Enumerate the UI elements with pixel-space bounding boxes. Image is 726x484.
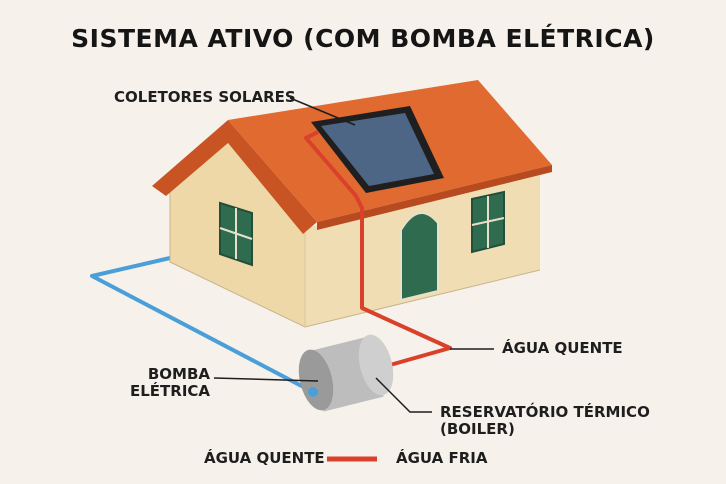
roof-gable-trim [152, 120, 317, 234]
label-pump-line2: ELÉTRICA [130, 382, 211, 401]
label-hot-water: ÁGUA QUENTE [502, 339, 623, 357]
label-collectors: COLETORES SOLARES [114, 88, 296, 106]
reservoir-leader [375, 377, 432, 413]
label-pump-line1: BOMBA [147, 365, 210, 383]
diagram-title: SISTEMA ATIVO (COM BOMBA ELÉTRICA) [71, 24, 655, 53]
thermal-reservoir-tank [298, 334, 394, 412]
gable-window [219, 201, 253, 267]
collectors-leader [289, 97, 356, 126]
solar-collector-glass [321, 113, 434, 186]
label-reservoir-line1: RESERVATÓRIO TÉRMICO [440, 403, 650, 421]
legend-right-label: ÁGUA FRIA [396, 449, 488, 467]
label-reservoir: RESERVATÓRIO TÉRMICO (BOILER) [440, 403, 650, 439]
pump-leader [213, 377, 319, 382]
side-window [471, 190, 505, 254]
cold-water-pipe [90, 256, 314, 394]
door [400, 212, 439, 302]
electric-pump-icon [308, 387, 318, 397]
legend-left-label: ÁGUA QUENTE [204, 449, 325, 467]
label-pump: BOMBA ELÉTRICA [130, 365, 211, 401]
hot-water-pipe [304, 130, 452, 367]
label-reservoir-line2: (BOILER) [440, 420, 515, 439]
